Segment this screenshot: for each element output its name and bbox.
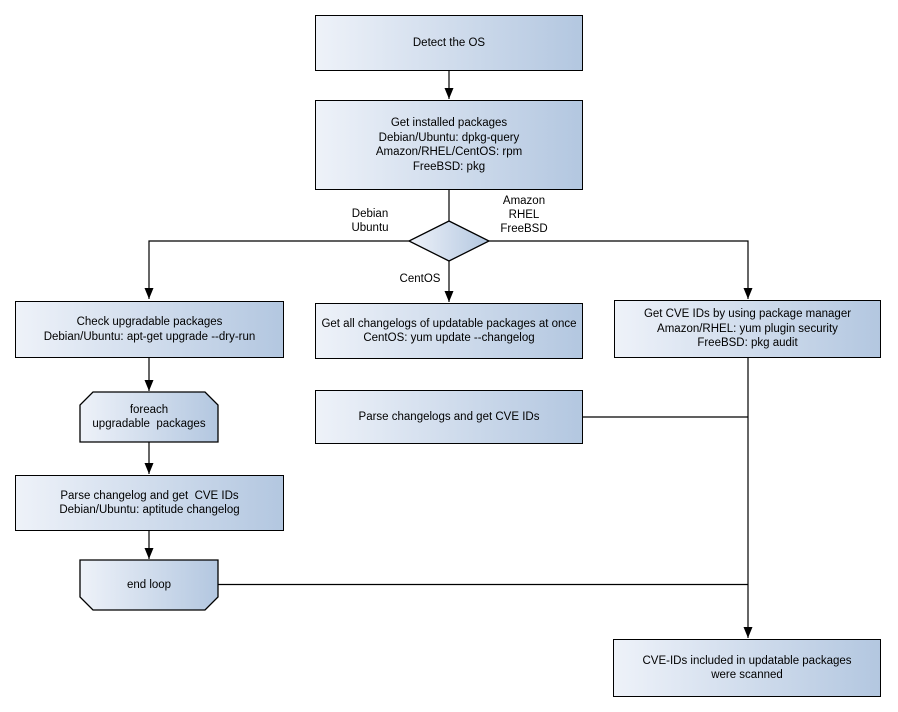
- branch-label-amazon-rhel-freebsd: Amazon RHEL FreeBSD: [500, 195, 548, 235]
- branch-label-centos: CentOS: [399, 273, 441, 285]
- branch-label-debian-ubuntu: Debian Ubuntu: [351, 208, 389, 234]
- loop-start-shape: [79, 391, 219, 443]
- node-detect-os: Detect the OS: [315, 15, 583, 71]
- connector-decision-to-cve-pkg-manager: [489, 240, 753, 299]
- node-check-upgradable-packages: Check upgradable packages Debian/Ubuntu:…: [15, 301, 284, 358]
- node-get-installed-packages: Get installed packages Debian/Ubuntu: dp…: [315, 100, 583, 190]
- node-get-all-changelogs: Get all changelogs of updatable packages…: [315, 303, 583, 359]
- connector-decision-to-check-upgradable: [144, 240, 409, 299]
- node-result-scanned: CVE-IDs included in updatable packages w…: [613, 639, 881, 697]
- loop-end-shape: [79, 559, 219, 611]
- loop-start-label: foreach upgradable packages: [92, 403, 206, 431]
- node-parse-changelog: Parse changelog and get CVE IDs Debian/U…: [15, 475, 284, 531]
- node-get-cve-ids-pkg-manager: Get CVE IDs by using package manager Ama…: [614, 300, 881, 358]
- loop-end-label: end loop: [126, 578, 172, 591]
- os-decision-diamond: [407, 220, 491, 262]
- node-parse-changelogs: Parse changelogs and get CVE IDs: [315, 390, 583, 444]
